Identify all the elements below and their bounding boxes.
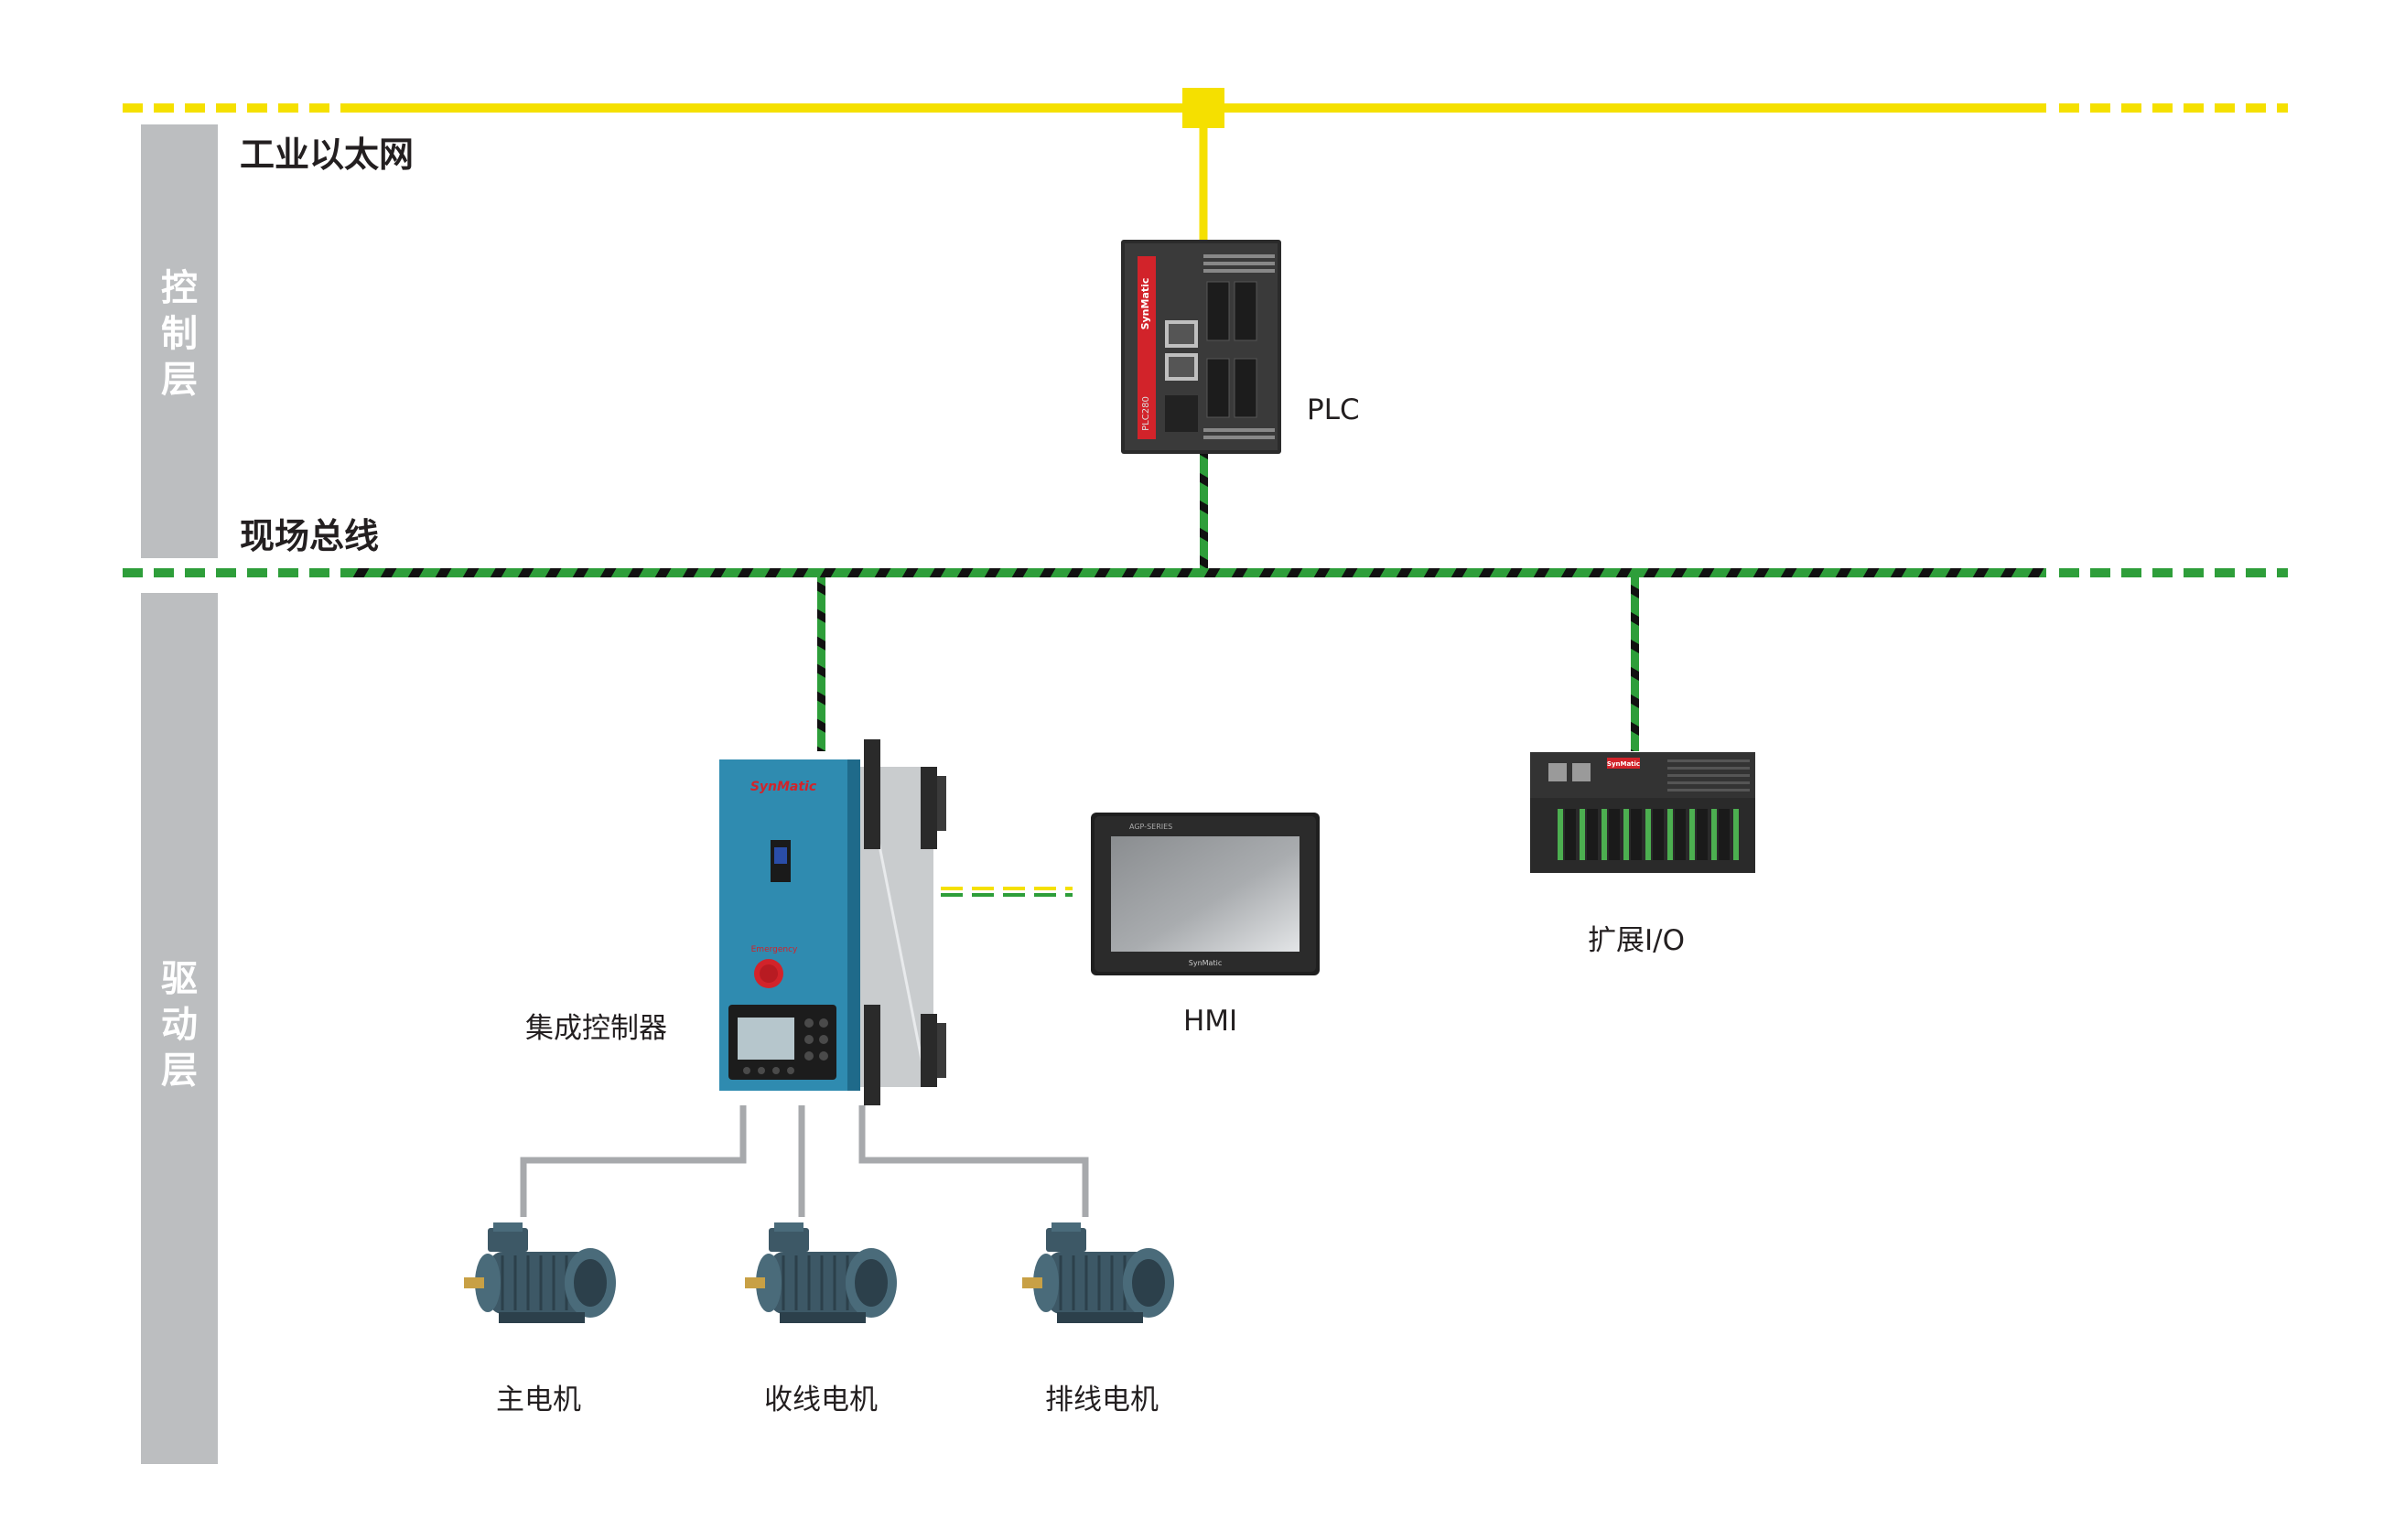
motor-takeup[interactable] xyxy=(743,1217,904,1336)
traverse-motor-label: 排线电机 xyxy=(1045,1384,1159,1416)
band-label-char: 制 xyxy=(161,313,198,355)
band-label-char: 控 xyxy=(161,267,198,309)
expansion-io-label: 扩展I/O xyxy=(1588,924,1685,957)
emergency-text: Emergency xyxy=(751,945,798,954)
controller-hmi-link xyxy=(941,887,1073,897)
plc-model-text: PLC280 xyxy=(1141,396,1151,431)
fieldbus-label: 现场总线 xyxy=(240,516,380,556)
ethernet-label: 工业以太网 xyxy=(240,135,415,175)
control-layer-text: 控制层 xyxy=(141,265,218,403)
hmi-device[interactable]: AGP-SERIES SynMatic xyxy=(1091,813,1320,975)
expansion-io-brand-strip xyxy=(1607,758,1640,769)
ethernet-switch-node xyxy=(1182,88,1224,128)
drive-layer-band xyxy=(141,593,218,1464)
drive-layer-text: 驱动层 xyxy=(141,956,218,1093)
main-motor-label: 主电机 xyxy=(496,1384,581,1416)
band-label-char: 层 xyxy=(161,359,198,401)
plc-label: PLC xyxy=(1307,393,1360,426)
band-label-char: 层 xyxy=(161,1050,198,1092)
plc-device[interactable]: SynMatic PLC280 xyxy=(1121,240,1281,454)
motor-traverse[interactable] xyxy=(1020,1217,1181,1336)
integrated-controller-device[interactable]: SynMatic Emergency xyxy=(719,739,955,1105)
band-label-char: 驱 xyxy=(161,958,198,1000)
plc-brand-text: SynMatic xyxy=(1139,278,1151,330)
motor-main[interactable] xyxy=(462,1217,623,1336)
fieldbus-line xyxy=(123,454,2288,751)
plc-brand-strip xyxy=(1138,256,1156,439)
controller-brand-text: SynMatic xyxy=(750,780,817,794)
hmi-label: HMI xyxy=(1183,1005,1238,1038)
ethernet-bus xyxy=(123,88,2288,240)
takeup-motor-label: 收线电机 xyxy=(764,1384,878,1416)
integrated-controller-label: 集成控制器 xyxy=(525,1012,667,1045)
band-label-char: 动 xyxy=(161,1004,198,1046)
hmi-series-text: AGP-SERIES xyxy=(1129,823,1172,831)
expansion-io-device[interactable]: SynMatic xyxy=(1530,752,1755,873)
hmi-screen xyxy=(1111,836,1300,952)
drive-layer-label: 驱动层 xyxy=(141,956,218,1093)
motor-cables xyxy=(520,1105,1089,1217)
control-layer-band xyxy=(141,124,218,558)
hmi-brand-text: SynMatic xyxy=(1189,959,1222,967)
expansion-io-brand-text: SynMatic xyxy=(1607,760,1640,768)
control-layer-label: 控制层 xyxy=(141,265,218,403)
